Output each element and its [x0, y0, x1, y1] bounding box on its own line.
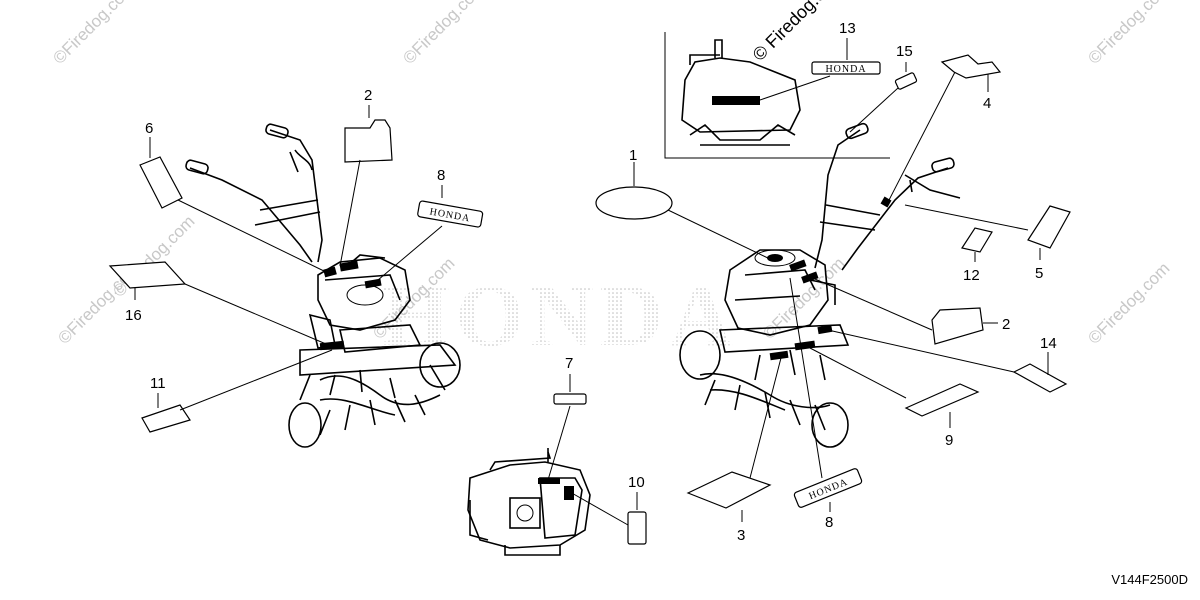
badge-13: HONDA [811, 61, 881, 75]
engine-closeup-illustration [467, 448, 591, 556]
label-2-left [344, 119, 393, 163]
callout-3: 3 [737, 527, 745, 544]
callout-14: 14 [1040, 335, 1057, 352]
callout-8-right: 8 [825, 514, 833, 531]
callout-7: 7 [565, 355, 573, 372]
label-12 [961, 227, 993, 253]
callout-9: 9 [945, 432, 953, 449]
label-1 [595, 186, 673, 220]
diagram-code: V144F2500D [1111, 572, 1188, 587]
left-tiller-illustration [185, 123, 461, 448]
callout-6: 6 [145, 120, 153, 137]
left-callouts: 2 6 HONDA 8 16 11 [108, 87, 484, 433]
label-10 [627, 511, 647, 545]
callout-2-left: 2 [364, 87, 372, 104]
badge-8-right: HONDA [793, 468, 863, 508]
label-2-right [931, 307, 984, 345]
badge-8-left: HONDA [417, 200, 484, 228]
callout-4: 4 [983, 95, 991, 112]
inset-box: © Firedog.com HONDA 13 [664, 0, 890, 159]
label-6 [139, 156, 183, 209]
label-4 [940, 54, 1002, 79]
callout-16: 16 [125, 307, 142, 324]
watermark-top-mid: ©Firedog.com [399, 0, 488, 68]
right-callouts: 1 15 4 5 12 2 14 9 [595, 43, 1071, 544]
label-9 [904, 383, 980, 417]
background-brand-text: HONDA [381, 268, 739, 365]
inset-watermark: © Firedog.com [749, 0, 847, 65]
label-3 [686, 471, 772, 509]
watermark-top-right: ©Firedog.com [1084, 0, 1173, 68]
label-14 [1012, 363, 1068, 393]
label-5 [1027, 205, 1071, 249]
label-7 [553, 393, 587, 405]
label-11 [141, 404, 191, 433]
watermark-right-mid: ©Firedog.com [1084, 259, 1173, 348]
svg-text:HONDA: HONDA [825, 64, 866, 75]
callout-11: 11 [150, 375, 166, 392]
callout-12: 12 [963, 267, 980, 284]
watermark-lower-left: ©Firedog.com [109, 212, 198, 301]
callout-5: 5 [1035, 265, 1043, 282]
callout-2-right: 2 [1002, 316, 1010, 333]
callout-8-left: 8 [437, 167, 445, 184]
callout-1: 1 [629, 147, 637, 164]
right-tiller-illustration [679, 122, 961, 448]
label-15 [894, 72, 918, 90]
callout-15: 15 [896, 43, 913, 60]
callout-13: 13 [839, 20, 856, 37]
watermark-top-left: ©Firedog.com [49, 0, 138, 68]
callout-10: 10 [628, 474, 645, 491]
engine-callouts: 7 10 [547, 355, 647, 545]
